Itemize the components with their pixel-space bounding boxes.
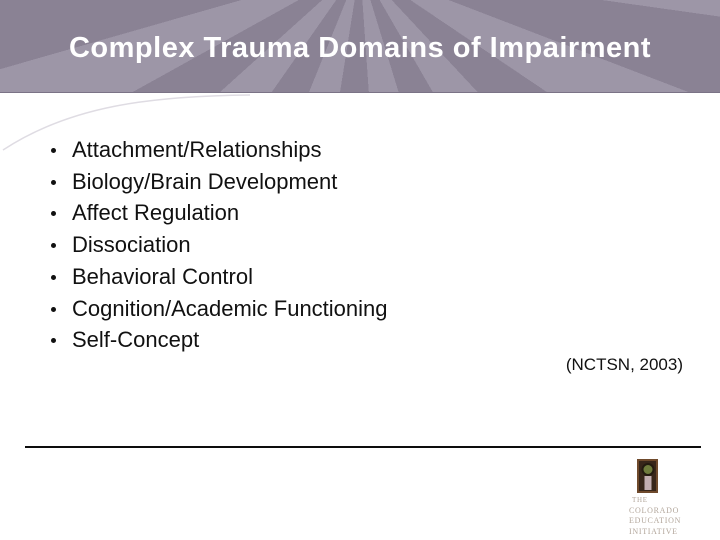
- cei-logo-text-line: The: [632, 496, 648, 504]
- bullet-item: Cognition/Academic Functioning: [48, 293, 388, 325]
- header-band: Complex Trauma Domains of Impairment: [0, 0, 720, 93]
- bullet-item: Affect Regulation: [48, 197, 388, 229]
- cei-logo-text-line: Education: [629, 516, 682, 525]
- slide-title: Complex Trauma Domains of Impairment: [68, 31, 651, 64]
- divider-line: [25, 446, 701, 448]
- cei-emblem-column-icon: [644, 476, 651, 490]
- cei-emblem-circle-icon: [641, 463, 654, 476]
- cei-logo-text-line: Colorado: [629, 505, 680, 515]
- cei-doorway-icon: [637, 459, 658, 493]
- bullet-item: Biology/Brain Development: [48, 166, 388, 198]
- bullet-item: Behavioral Control: [48, 261, 388, 293]
- cei-logo-text: The Colorado Education Initiative: [629, 495, 681, 537]
- bullet-item: Dissociation: [48, 229, 388, 261]
- bullet-item: Attachment/Relationships: [48, 134, 388, 166]
- cei-logo-text-line: Initiative: [629, 526, 678, 536]
- bullet-item: Self-Concept: [48, 324, 388, 356]
- citation-text: (NCTSN, 2003): [565, 355, 683, 374]
- bullet-list: Attachment/Relationships Biology/Brain D…: [48, 134, 388, 356]
